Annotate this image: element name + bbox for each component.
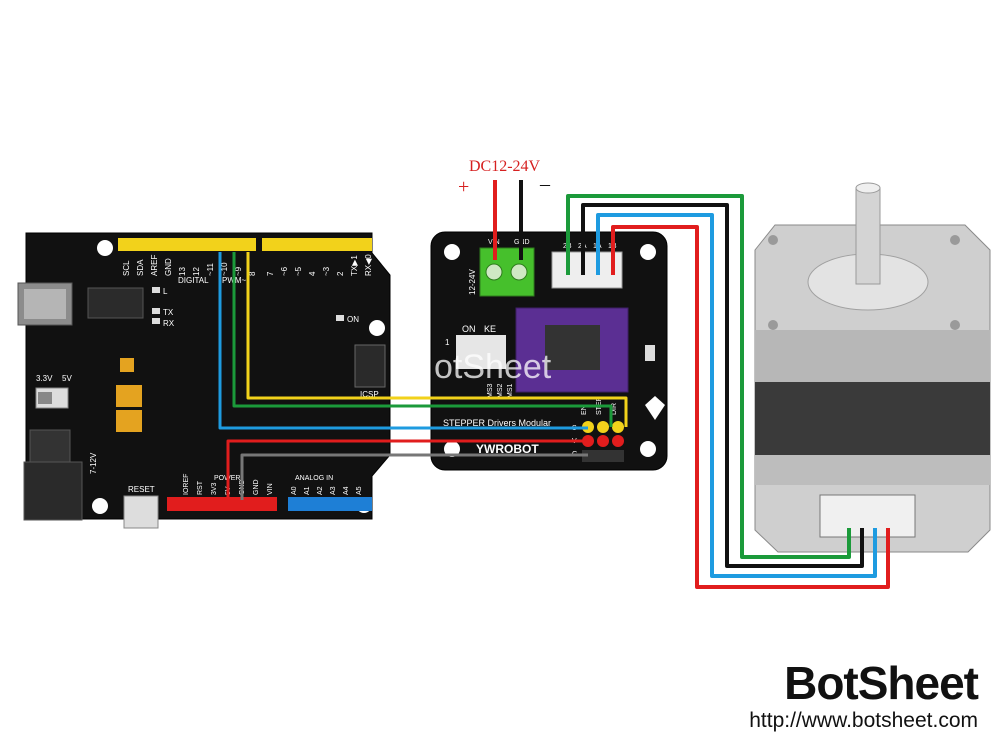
digital-pin-label: 12: [192, 267, 201, 276]
driver-title: STEPPER Drivers Modular: [443, 418, 551, 428]
dir-label: DIR: [611, 403, 618, 415]
ywrobot-logo: YWROBOT: [476, 442, 539, 456]
wire-step-green: [232, 252, 613, 427]
digital-pin-label: ~3: [322, 266, 331, 276]
analog-header: [288, 497, 372, 511]
stepper-motor: [754, 182, 991, 553]
digital-pin-label: 7: [266, 271, 275, 276]
digital-pin-label: ~11: [206, 262, 215, 276]
analog-pin-label: A0: [291, 486, 298, 495]
brand-name: BotSheet: [784, 657, 979, 709]
wire-1b-red: [611, 225, 890, 589]
wire-gnd-gray: [240, 453, 588, 500]
switch-number: 1: [445, 338, 450, 347]
wire-2b-green: [566, 194, 851, 559]
led-tx-label: TX: [163, 308, 174, 317]
power-pin-label: RST: [197, 480, 204, 495]
digital-header-left: [118, 238, 256, 251]
watermark-text: otSheet: [434, 348, 552, 386]
brand-block: BotSheet http://www.botsheet.com: [749, 657, 979, 734]
wire-2a-black: [581, 203, 864, 568]
digital-pin-label: 2: [336, 271, 345, 276]
digital-pin-label: SDA: [136, 259, 145, 276]
v712-label: 7-12V: [89, 452, 98, 474]
analog-pin-label: A5: [356, 486, 363, 495]
led-rx-label: RX: [163, 319, 175, 328]
digital-pin-label: ~5: [294, 266, 303, 276]
digital-pin-label: SCL: [122, 260, 131, 276]
digital-pin-label: ~10: [220, 262, 229, 276]
digital-pin-label: ~9: [234, 266, 243, 276]
digital-pin-label: 8: [248, 271, 257, 276]
supply-minus: –: [539, 173, 551, 195]
power-pin-label: VIN: [267, 483, 274, 495]
digital-header-right: [262, 238, 372, 251]
power-pin-label: GND: [253, 479, 260, 495]
wire-5v-red: [226, 439, 588, 500]
digital-pin-label: RX◀0: [364, 254, 373, 276]
digital-pin-label: 13: [178, 267, 187, 276]
wire-1a-blue: [596, 213, 877, 578]
driver-logo-icon: [645, 396, 665, 420]
digital-pin-label: AREF: [150, 255, 159, 276]
digital-pin-label: GND: [164, 258, 173, 276]
analog-pin-label: A2: [317, 486, 324, 495]
led-on-label: ON: [347, 315, 359, 324]
led-l-label: L: [163, 287, 168, 296]
switch-on-label: ON: [462, 324, 476, 334]
analog-label: ANALOG IN: [295, 475, 333, 482]
power-header: [167, 497, 277, 511]
reset-label: RESET: [128, 485, 155, 494]
analog-pin-label: A1: [304, 486, 311, 495]
switch-ke-label: KE: [484, 324, 496, 334]
motor-connector-socket: [819, 494, 916, 538]
digital-pin-label: ~6: [280, 266, 289, 276]
v5-label: 5V: [62, 374, 72, 383]
power-pin-label: IOREF: [183, 474, 190, 495]
ms-label: MS2: [497, 384, 504, 399]
wire-dir-yellow: [246, 252, 628, 427]
en-label: EN: [581, 405, 588, 415]
dc-jack: [23, 461, 83, 521]
ms-label: MS3: [487, 384, 494, 399]
digital-pin-label: TX▶1: [350, 255, 359, 276]
brand-url[interactable]: http://www.botsheet.com: [749, 709, 978, 732]
dip-switch: [456, 335, 506, 369]
digital-label: DIGITAL: [178, 276, 209, 285]
side-voltage-label: 12-24V: [468, 269, 477, 295]
digital-pin-label: 4: [308, 271, 317, 276]
supply-voltage-label: DC12-24V: [469, 158, 541, 175]
wire-en-blue: [218, 252, 588, 430]
motor-connector: [551, 251, 623, 289]
wires: [218, 194, 890, 589]
power-pin-label: 3V3: [211, 482, 218, 495]
ms-label: MS1: [507, 384, 514, 399]
analog-pin-label: A3: [330, 486, 337, 495]
icsp-label: ICSP: [360, 390, 379, 399]
supply-plus: +: [458, 176, 469, 198]
v33-label: 3.3V: [36, 374, 53, 383]
analog-pin-label: A4: [343, 486, 350, 495]
